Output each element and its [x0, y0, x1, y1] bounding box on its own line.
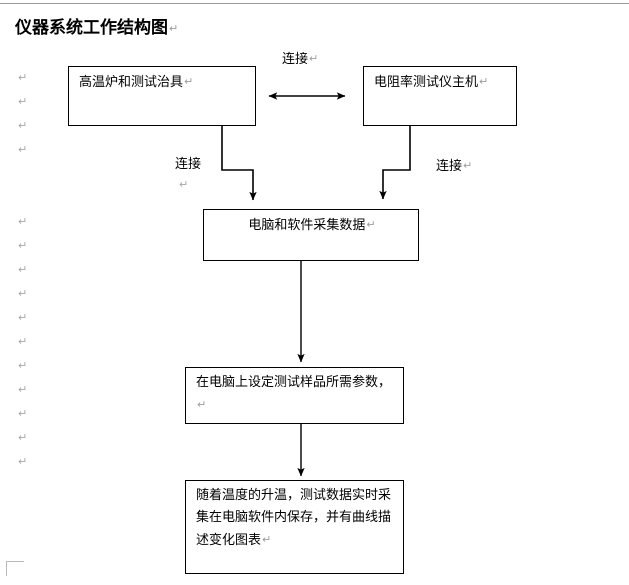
pilcrow-icon: ↵	[169, 22, 179, 35]
flow-node-record-label: 随着温度的升温，测试数据实时采集在电脑软件内保存，并有曲线描述变化图表	[196, 488, 392, 548]
pilcrow-icon: ↵	[366, 218, 376, 231]
page-title-text: 仪器系统工作结构图	[15, 18, 168, 38]
edge-label-meter-acquire: 连接↵	[436, 158, 472, 175]
flow-node-furnace-label: 高温炉和测试治具	[79, 75, 184, 90]
paragraph-mark: ↵	[18, 359, 28, 372]
pilcrow-icon: ↵	[179, 178, 189, 191]
flow-node-acquire-label: 电脑和软件采集数据	[248, 218, 366, 233]
edge-label-text: 连接	[282, 52, 309, 67]
edge-label-furnace-meter: 连接↵	[282, 51, 318, 68]
edge-meter-acquire	[379, 126, 411, 200]
paragraph-mark-column: ↵ ↵ ↵ ↵ ↵ ↵ ↵ ↵ ↵ ↵ ↵ ↵ ↵ ↵ ↵	[18, 66, 38, 498]
pilcrow-icon: ↵	[262, 533, 272, 546]
edge-label-text: 连接	[175, 157, 202, 172]
flow-node-params-label: 在电脑上设定测试样品所需参数，	[196, 375, 392, 390]
paragraph-mark	[18, 186, 38, 210]
paragraph-mark: ↵	[18, 455, 28, 468]
paragraph-mark: ↵	[18, 215, 28, 228]
pilcrow-icon: ↵	[309, 52, 319, 65]
paragraph-mark: ↵	[18, 71, 28, 84]
paragraph-mark: ↵	[18, 311, 28, 324]
flow-node-meter-label: 电阻率测试仪主机	[374, 75, 479, 90]
paragraph-mark: ↵	[18, 407, 28, 420]
edge-label-furnace-acquire: 连接	[175, 157, 201, 173]
pilcrow-icon: ↵	[479, 75, 489, 88]
paragraph-mark: ↵	[18, 119, 28, 132]
flow-node-furnace[interactable]: 高温炉和测试治具↵	[68, 66, 256, 126]
paragraph-mark: ↵	[18, 335, 28, 348]
page-top-rule	[0, 3, 629, 4]
flow-node-record[interactable]: 随着温度的升温，测试数据实时采集在电脑软件内保存，并有曲线描述变化图表↵	[185, 480, 404, 574]
paragraph-mark	[18, 474, 38, 498]
edge-furnace-acquire	[221, 126, 257, 201]
edge-label-text: 连接	[436, 159, 463, 174]
flow-node-params[interactable]: 在电脑上设定测试样品所需参数， ↵	[185, 367, 404, 424]
page-title: 仪器系统工作结构图↵	[15, 18, 178, 39]
flow-node-meter[interactable]: 电阻率测试仪主机↵	[363, 66, 517, 126]
paragraph-mark: ↵	[18, 239, 28, 252]
flow-node-acquire[interactable]: 电脑和软件采集数据↵	[203, 209, 419, 261]
page-margin-corner-marker	[6, 561, 24, 576]
paragraph-mark: ↵	[18, 95, 28, 108]
paragraph-mark: ↵	[18, 431, 28, 444]
pilcrow-icon: ↵	[197, 398, 207, 411]
pilcrow-icon: ↵	[184, 75, 194, 88]
pilcrow-icon: ↵	[463, 159, 473, 172]
paragraph-mark: ↵	[18, 287, 28, 300]
paragraph-mark: ↵	[18, 263, 28, 276]
paragraph-mark: ↵	[18, 383, 28, 396]
paragraph-mark	[18, 162, 38, 186]
paragraph-mark: ↵	[18, 143, 28, 156]
